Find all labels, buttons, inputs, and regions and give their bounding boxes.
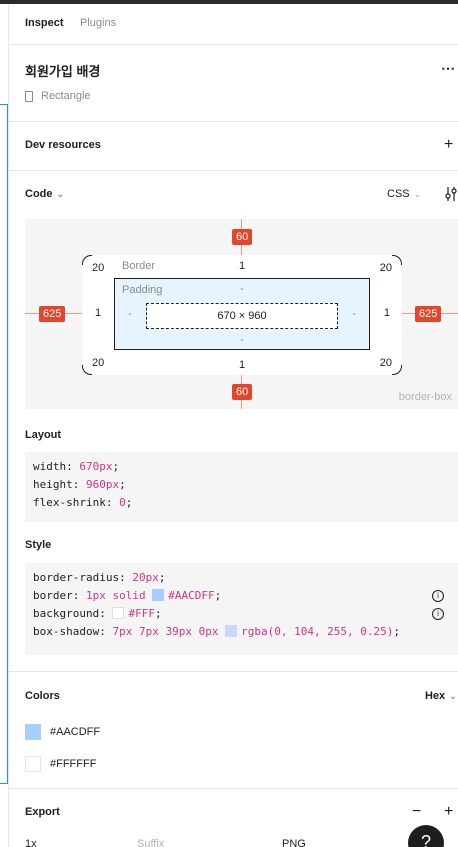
color-swatch <box>25 724 41 740</box>
code-label: Code <box>25 188 53 200</box>
corner-radius-indicator <box>392 255 402 265</box>
dev-resources-label: Dev resources <box>25 139 101 151</box>
panel-divider <box>8 4 9 847</box>
color-swatch <box>225 625 238 637</box>
more-options-icon[interactable]: ⋯ <box>441 60 456 76</box>
tab-inspect[interactable]: Inspect <box>25 17 64 29</box>
canvas-selection-edge <box>0 104 8 784</box>
tab-plugins[interactable]: Plugins <box>80 17 117 29</box>
add-dev-resource-button[interactable]: + <box>444 136 454 153</box>
language-dropdown[interactable]: CSS ⌄ <box>387 188 421 200</box>
code-line: height: 960px; <box>33 478 126 491</box>
divider <box>9 121 458 122</box>
chevron-down-icon: ⌄ <box>56 188 65 199</box>
box-model-diagram: 60 60 625 625 20 20 20 20 Border 1 1 1 1… <box>25 219 458 409</box>
export-scale[interactable]: 1x <box>25 838 37 847</box>
color-item[interactable]: #FFFFFF <box>25 756 96 772</box>
border-label: Border <box>122 260 156 272</box>
padding-bottom-value: - <box>240 334 244 346</box>
radius-top-right: 20 <box>379 262 392 274</box>
margin-left-badge: 625 <box>39 306 66 322</box>
add-export-button[interactable]: + <box>444 803 454 820</box>
margin-top-badge: 60 <box>232 229 253 245</box>
info-icon[interactable]: i <box>432 590 444 602</box>
divider <box>9 671 458 672</box>
border-top-value: 1 <box>239 260 246 272</box>
help-button[interactable]: ? <box>408 825 444 847</box>
color-hex: #AACDFF <box>50 726 101 738</box>
box-sizing-label: border-box <box>398 391 452 403</box>
margin-bottom-badge: 60 <box>232 384 253 400</box>
border-bottom-value: 1 <box>239 359 246 371</box>
inspect-panel: Inspect Plugins 회원가입 배경 ⋯ Rectangle Dev … <box>9 4 458 847</box>
language-label: CSS <box>387 188 410 200</box>
chevron-down-icon: ⌄ <box>449 690 457 701</box>
corner-radius-indicator <box>82 255 92 265</box>
layer-name: 회원가입 배경 <box>25 64 101 79</box>
info-icon[interactable]: i <box>432 608 444 620</box>
remove-export-button[interactable]: − <box>412 803 422 820</box>
color-format-label: Hex <box>425 690 446 702</box>
code-line: background: #FFF;i <box>33 605 450 623</box>
colors-label: Colors <box>25 690 60 702</box>
style-label: Style <box>25 539 52 551</box>
color-swatch <box>25 756 41 772</box>
code-line: flex-shrink: 0; <box>33 496 133 509</box>
radius-bottom-left: 20 <box>92 357 105 369</box>
content-size: 670 × 960 <box>146 303 338 329</box>
margin-right-badge: 625 <box>415 306 442 322</box>
padding-top-value: - <box>240 283 244 295</box>
color-item[interactable]: #AACDFF <box>25 724 100 740</box>
code-line: box-shadow: 7px 7px 39px 0px rgba(0, 104… <box>33 625 401 638</box>
border-box: 20 20 20 20 Border 1 1 1 1 Padding - - -… <box>82 255 402 375</box>
window-top-bar <box>0 0 458 4</box>
chevron-down-icon: ⌄ <box>413 188 422 199</box>
radius-top-left: 20 <box>92 262 105 274</box>
padding-left-value: - <box>128 308 132 320</box>
padding-right-value: - <box>352 308 356 320</box>
corner-radius-indicator <box>82 365 92 375</box>
padding-label: Padding <box>122 284 163 296</box>
color-format-dropdown[interactable]: Hex ⌄ <box>425 690 457 702</box>
padding-box: Padding - - - - 670 × 960 <box>114 278 370 350</box>
corner-radius-indicator <box>392 365 402 375</box>
code-line: border-radius: 20px; <box>33 571 166 584</box>
layer-type: Rectangle <box>25 90 91 102</box>
code-dropdown[interactable]: Code ⌄ <box>25 188 64 200</box>
code-line: width: 670px; <box>33 460 120 473</box>
color-swatch <box>112 607 125 619</box>
rectangle-icon <box>25 90 33 102</box>
export-suffix-input[interactable]: Suffix <box>137 838 165 847</box>
color-swatch <box>152 589 165 601</box>
layer-type-label: Rectangle <box>41 90 91 102</box>
color-hex: #FFFFFF <box>50 758 97 770</box>
divider <box>9 44 458 45</box>
export-format[interactable]: PNG <box>282 838 306 847</box>
style-code-block[interactable]: border-radius: 20px; border: 1px solid #… <box>25 563 458 655</box>
radius-bottom-right: 20 <box>379 357 392 369</box>
divider <box>9 788 458 789</box>
adjust-icon[interactable] <box>444 186 458 202</box>
layout-code-block[interactable]: width: 670px; height: 960px; flex-shrink… <box>25 452 458 522</box>
border-right-value: 1 <box>383 307 390 319</box>
export-label: Export <box>25 806 60 818</box>
border-left-value: 1 <box>95 307 102 319</box>
export-settings-row: 1x Suffix PNG <box>25 838 306 847</box>
code-line: border: 1px solid #AACDFF;i <box>33 587 450 605</box>
layout-label: Layout <box>25 429 62 441</box>
divider <box>9 170 458 171</box>
